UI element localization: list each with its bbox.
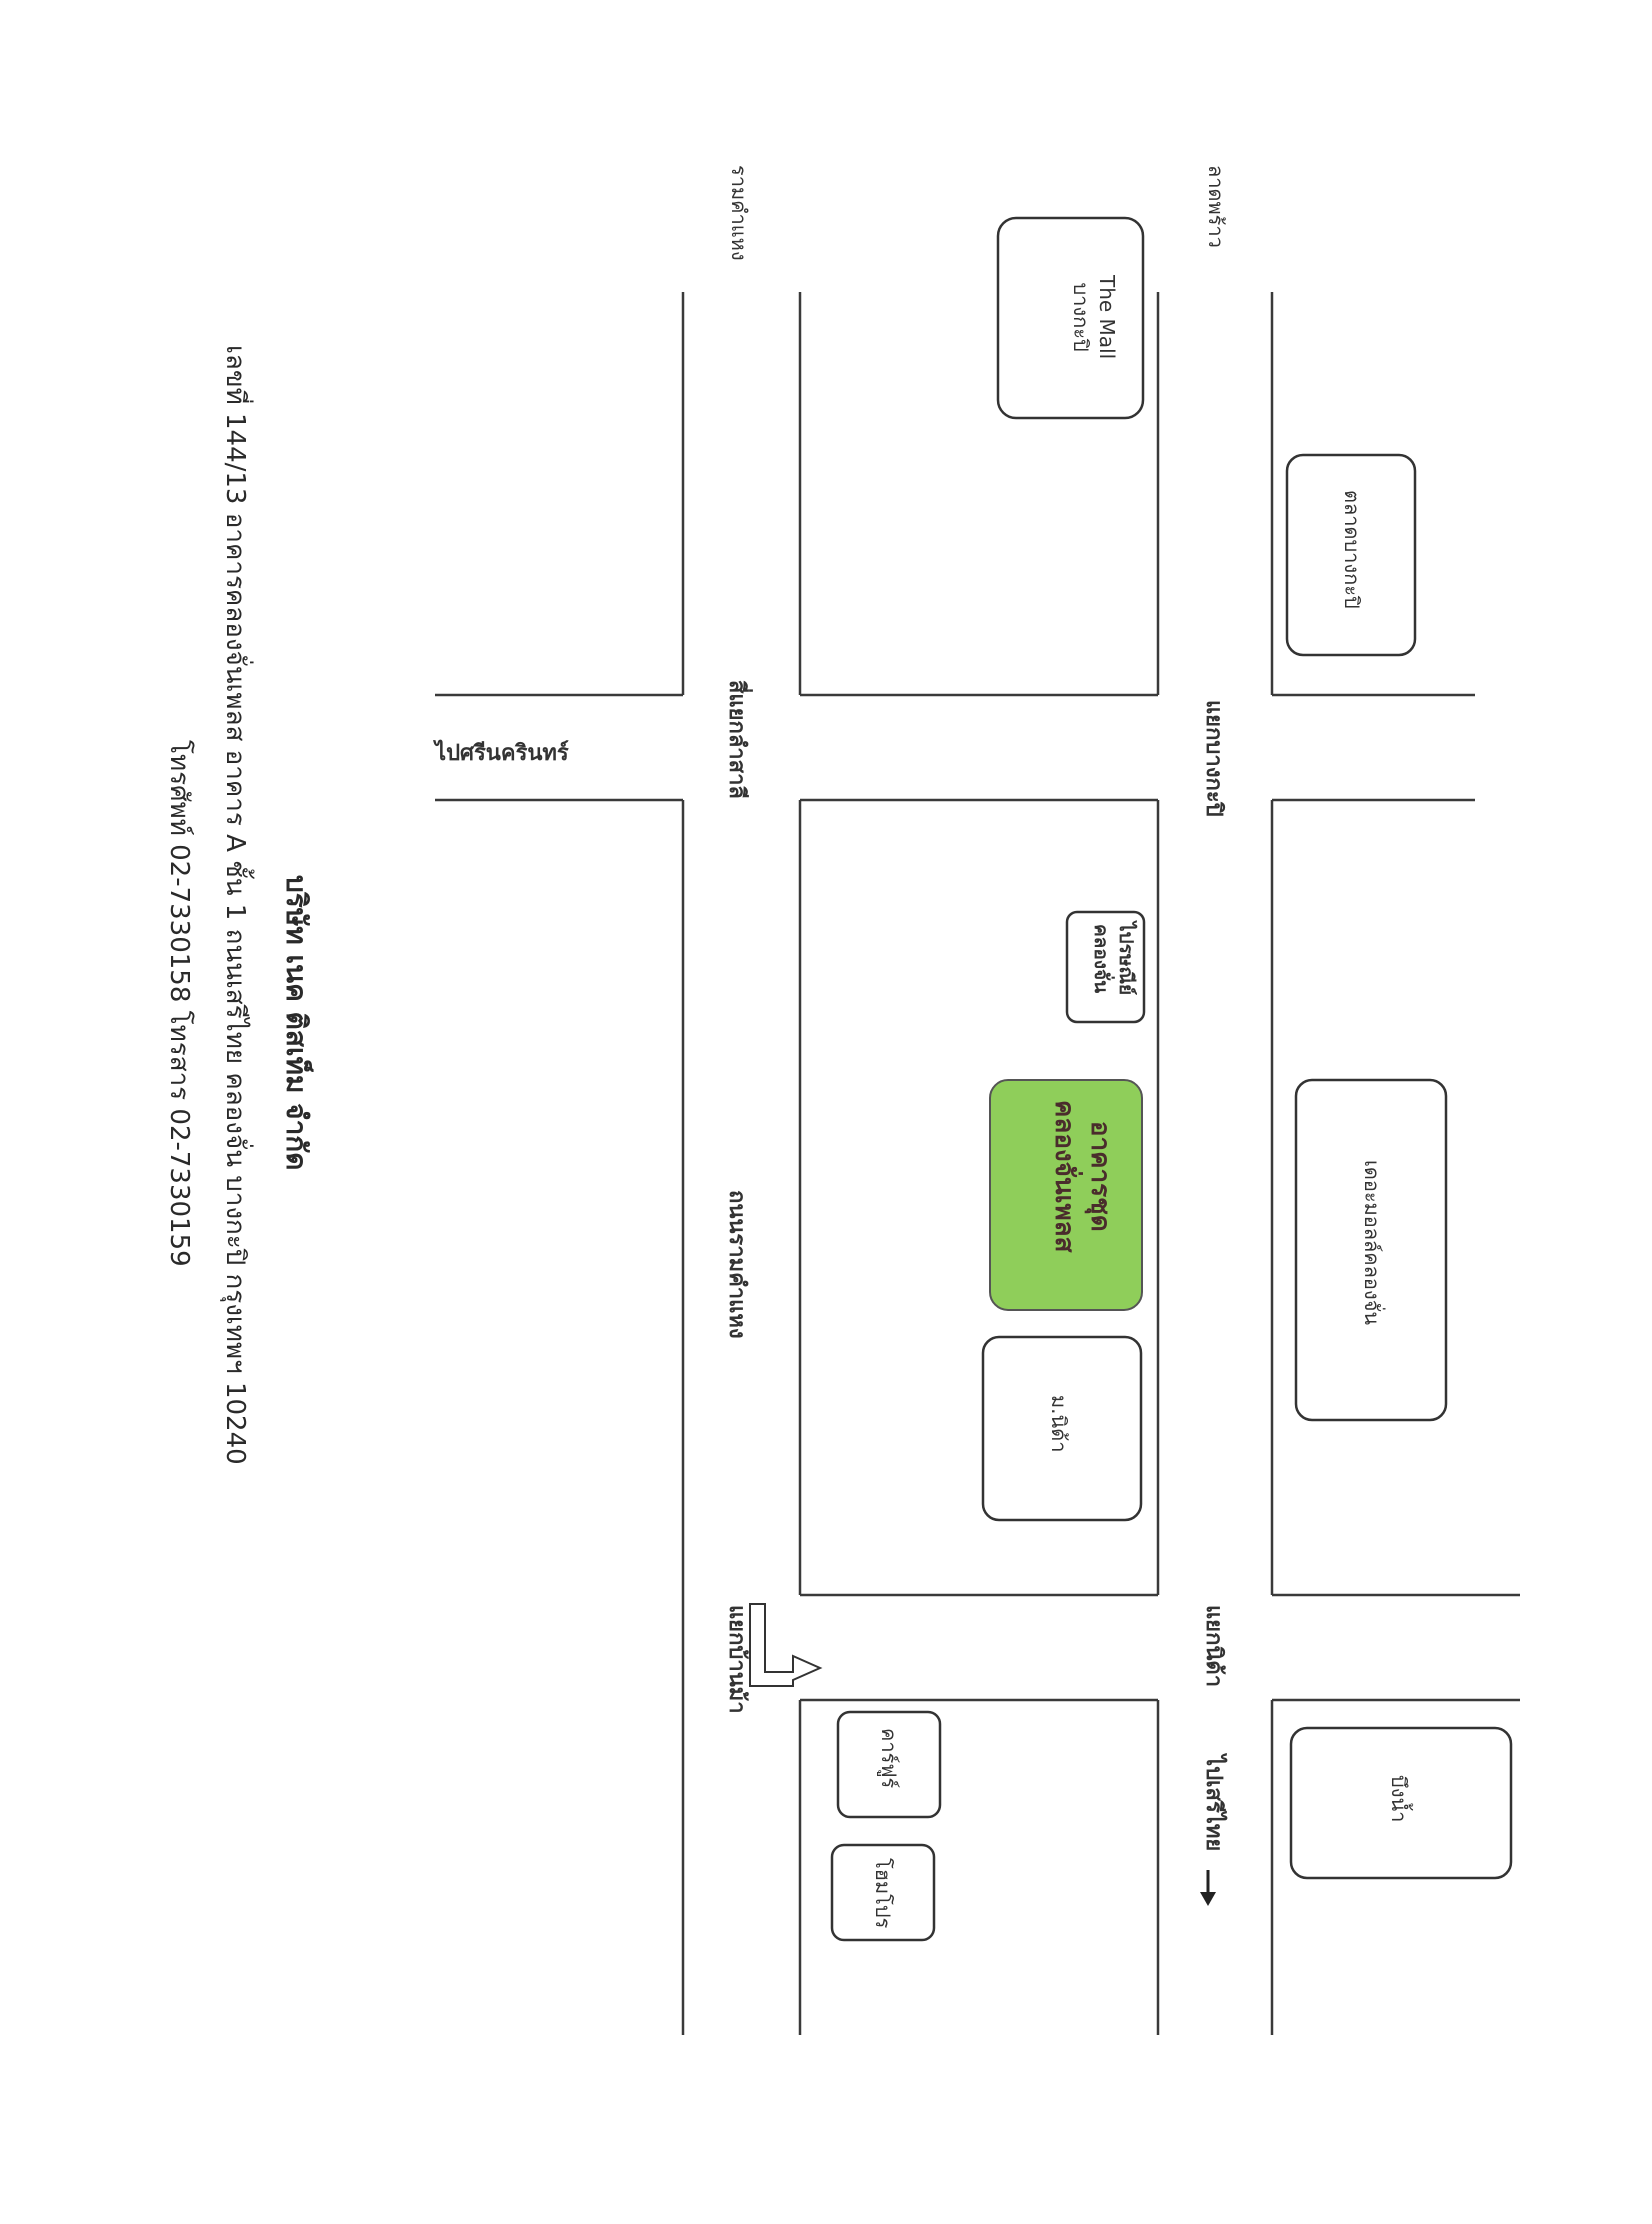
- company-address: เลขที่ 144/13 อาคารคลองจั่นเพลส อาคาร A …: [220, 345, 250, 1465]
- label-to-serithai: ไปเสรีไทย: [1201, 1755, 1226, 1852]
- home-pro-box: [830, 1843, 936, 1942]
- bueng-box: [1289, 1726, 1513, 1880]
- label-nida-intersection: แยกนิด้า: [1201, 1605, 1226, 1688]
- target-building-box: [989, 1079, 1143, 1311]
- label-post-office: ไปรษณีย์ คลองจั่น: [1090, 922, 1137, 996]
- label-target-building: อาคารชุด คลองจั่นเพลส: [1048, 1100, 1115, 1253]
- label-ladprao: ลาดพร้าว: [1204, 165, 1228, 248]
- label-m-nida: ม.นิด้า: [1047, 1395, 1071, 1453]
- turn-arrow: [749, 1603, 823, 1687]
- label-carrefour: คาร์ฟูร์: [877, 1728, 901, 1789]
- label-home-pro: โฮมโปร: [871, 1858, 895, 1929]
- label-lamsali-intersection: สี่แยกลำสาลี: [724, 680, 749, 799]
- label-the-mall: The Mall บางกะปิ: [1069, 275, 1119, 360]
- label-bangkapi-market: ตลาดบางกะปิ: [1340, 490, 1364, 609]
- company-contact: โทรศัพท์ 02-7330158 โทรสาร 02-7330159: [164, 740, 194, 1267]
- the-mall-box: [996, 216, 1145, 420]
- label-bantma-intersection: แยกบ้านม้า: [724, 1605, 749, 1714]
- carrefour-box: [836, 1710, 942, 1819]
- serithai-arrow-head: [1200, 1892, 1216, 1906]
- post-office-box: [1065, 910, 1146, 1024]
- label-ramkhamhaeng-road: ถนนรามคำแหง: [724, 1190, 749, 1339]
- label-happy-land: เดอะมอลล์คลองจั่น: [1360, 1160, 1384, 1326]
- label-bueng: บึงน้ำ: [1387, 1775, 1411, 1823]
- happy-land-box: [1294, 1078, 1448, 1422]
- label-bangkapi-intersection: แยกบางกะปิ: [1201, 700, 1226, 817]
- m-nida-box: [981, 1335, 1143, 1522]
- label-ramkhamhaeng-top: รามคำแหง: [727, 165, 751, 261]
- label-to-srinakarin: ไปศรีนครินทร์: [435, 741, 569, 766]
- company-name: บริษัท เนค ติสเท็ม จำกัด: [280, 875, 313, 1171]
- bangkapi-market-box: [1285, 453, 1417, 657]
